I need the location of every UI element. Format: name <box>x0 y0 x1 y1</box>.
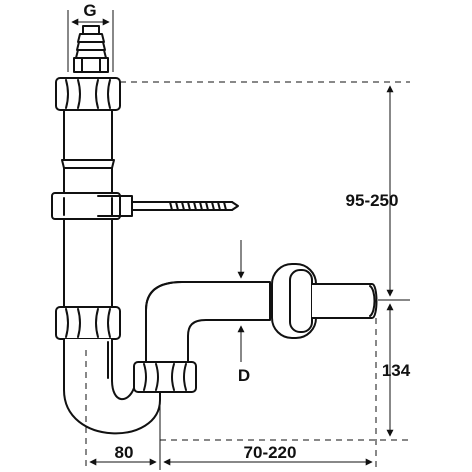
outlet-reach-label: 70-220 <box>244 443 297 462</box>
lower-nut <box>55 306 121 340</box>
dimension-lines <box>67 10 410 470</box>
trap-right-nut <box>133 361 197 393</box>
outlet-pipe <box>271 263 378 339</box>
outlet-drop-label: 134 <box>382 361 411 380</box>
trap-riser <box>145 281 271 363</box>
vertical-tube-middle <box>63 218 113 308</box>
pipe-diameter-label: D <box>238 366 250 385</box>
thread-fitting <box>73 25 109 73</box>
wall-clamp <box>51 192 133 220</box>
thread-label: G <box>83 1 96 20</box>
upper-nut <box>55 77 121 111</box>
vertical-tube-upper <box>61 109 115 194</box>
height-adjust-label: 95-250 <box>346 191 399 210</box>
trap-offset-label: 80 <box>115 443 134 462</box>
screw <box>131 201 239 211</box>
u-trap-bend <box>63 338 161 435</box>
